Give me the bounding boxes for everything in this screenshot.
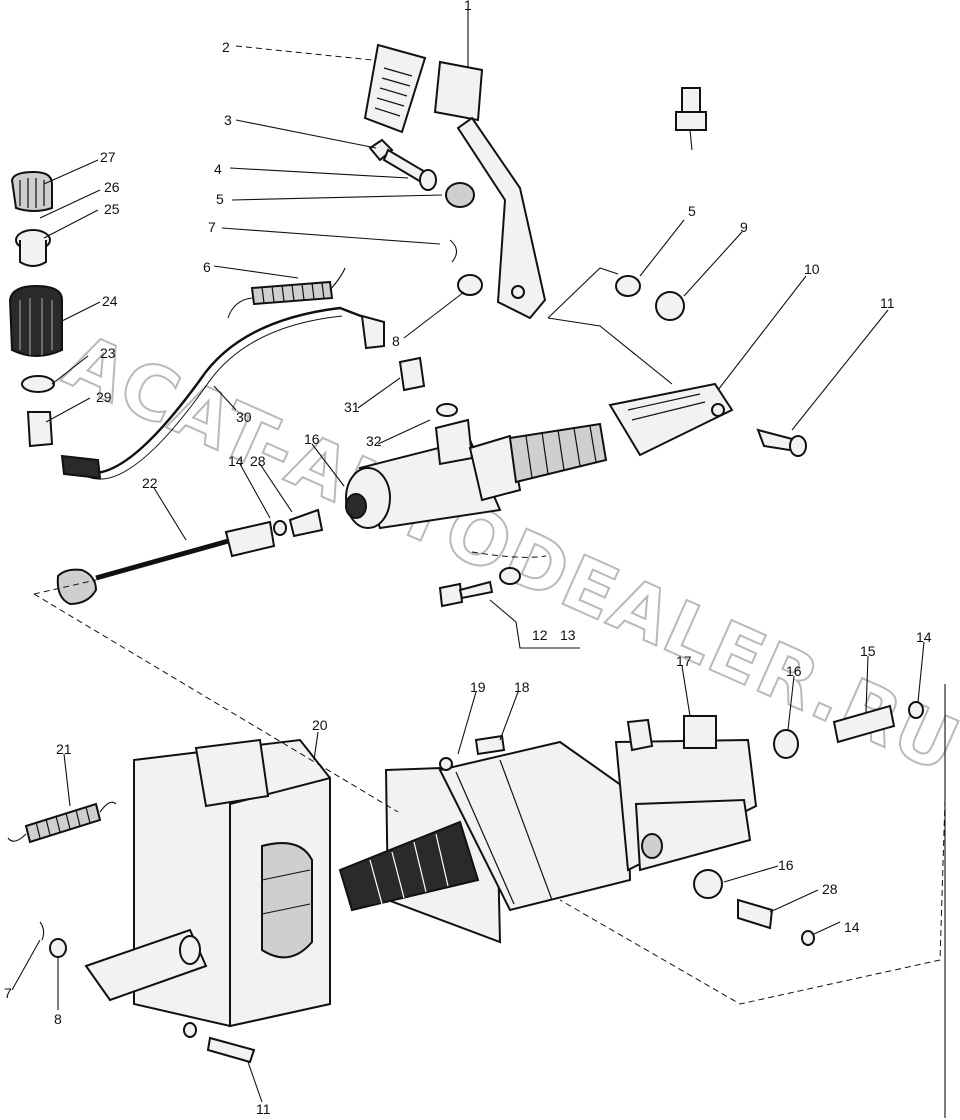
callout-6: 6 [203,259,211,275]
callout-19: 19 [470,679,486,695]
return-spring-top [227,267,346,319]
callout-14-lower: 14 [844,919,860,935]
sensor-top-right [675,87,707,151]
callout-16-lower: 16 [778,857,794,873]
callout-labels: 1 2 3 4 5 5 6 7 7 8 8 9 10 11 11 12 13 1… [4,0,932,1117]
pedal-pad [363,43,427,134]
callout-11-top: 11 [880,295,895,311]
callout-14-top: 14 [228,453,244,469]
callout-28-lower: 28 [822,881,838,897]
callout-22: 22 [142,475,158,491]
callout-10: 10 [804,261,820,277]
callout-8-top: 8 [392,333,400,349]
pin-7-lower [39,921,67,958]
valve-body [8,284,63,393]
assembly-lines [33,267,946,1118]
callout-17: 17 [676,653,692,669]
callout-18: 18 [514,679,530,695]
clevis-lower [84,928,208,1002]
callout-32: 32 [366,433,382,449]
boot-master-cylinder [508,422,608,484]
callout-31: 31 [344,399,360,415]
callout-28-top: 28 [250,453,266,469]
spring-21 [7,801,117,844]
nut-5-9 [615,275,685,321]
pedal-lever [433,60,547,320]
callout-16-top: 16 [304,431,320,447]
pin-11-top [756,428,807,457]
washer-32 [436,403,458,417]
clevis-10 [608,382,734,457]
bolt-18-19 [439,734,506,771]
callout-26: 26 [104,179,120,195]
callout-4: 4 [214,161,222,177]
callout-29: 29 [96,389,112,405]
callout-2: 2 [222,39,230,55]
callout-5-top: 5 [216,191,224,207]
pipe-22 [56,520,276,606]
callout-16-right: 16 [786,663,802,679]
callout-7-lower: 7 [4,985,12,1001]
valve-core [15,229,51,267]
callout-3: 3 [224,112,232,128]
fitting-31 [398,356,426,392]
hose-30 [60,306,385,480]
callout-9: 9 [740,219,748,235]
callout-23: 23 [100,345,116,361]
leader-lines [11,8,925,1103]
callout-25: 25 [104,201,120,217]
callout-14-right: 14 [916,629,932,645]
valve-cap [10,170,53,212]
fitting-15 [773,701,924,759]
callout-1: 1 [464,0,472,13]
callout-11-lower: 11 [256,1101,271,1117]
pedal-bolt [368,138,437,191]
callout-27: 27 [100,149,116,165]
callout-24: 24 [102,293,118,309]
callout-12: 12 [532,627,548,643]
callout-8-lower: 8 [54,1011,62,1027]
booster-boot [338,820,480,912]
pin-11-lower [183,1022,256,1064]
callout-20: 20 [312,717,328,733]
pedal-bushing [445,182,483,296]
callout-13: 13 [560,627,576,643]
callout-21: 21 [56,741,72,757]
valve-block-17 [614,715,758,872]
callout-30: 30 [236,409,252,425]
bolt-12-13 [438,567,521,608]
bracket-20 [133,738,331,1028]
callout-5-right: 5 [688,203,696,219]
union-28-top [273,508,324,538]
fitting-29 [26,411,54,448]
callout-15: 15 [860,643,876,659]
cotter-pin [449,239,458,263]
fitting-28-lower [693,869,815,946]
callout-7-top: 7 [208,219,216,235]
master-cylinder [345,418,522,530]
